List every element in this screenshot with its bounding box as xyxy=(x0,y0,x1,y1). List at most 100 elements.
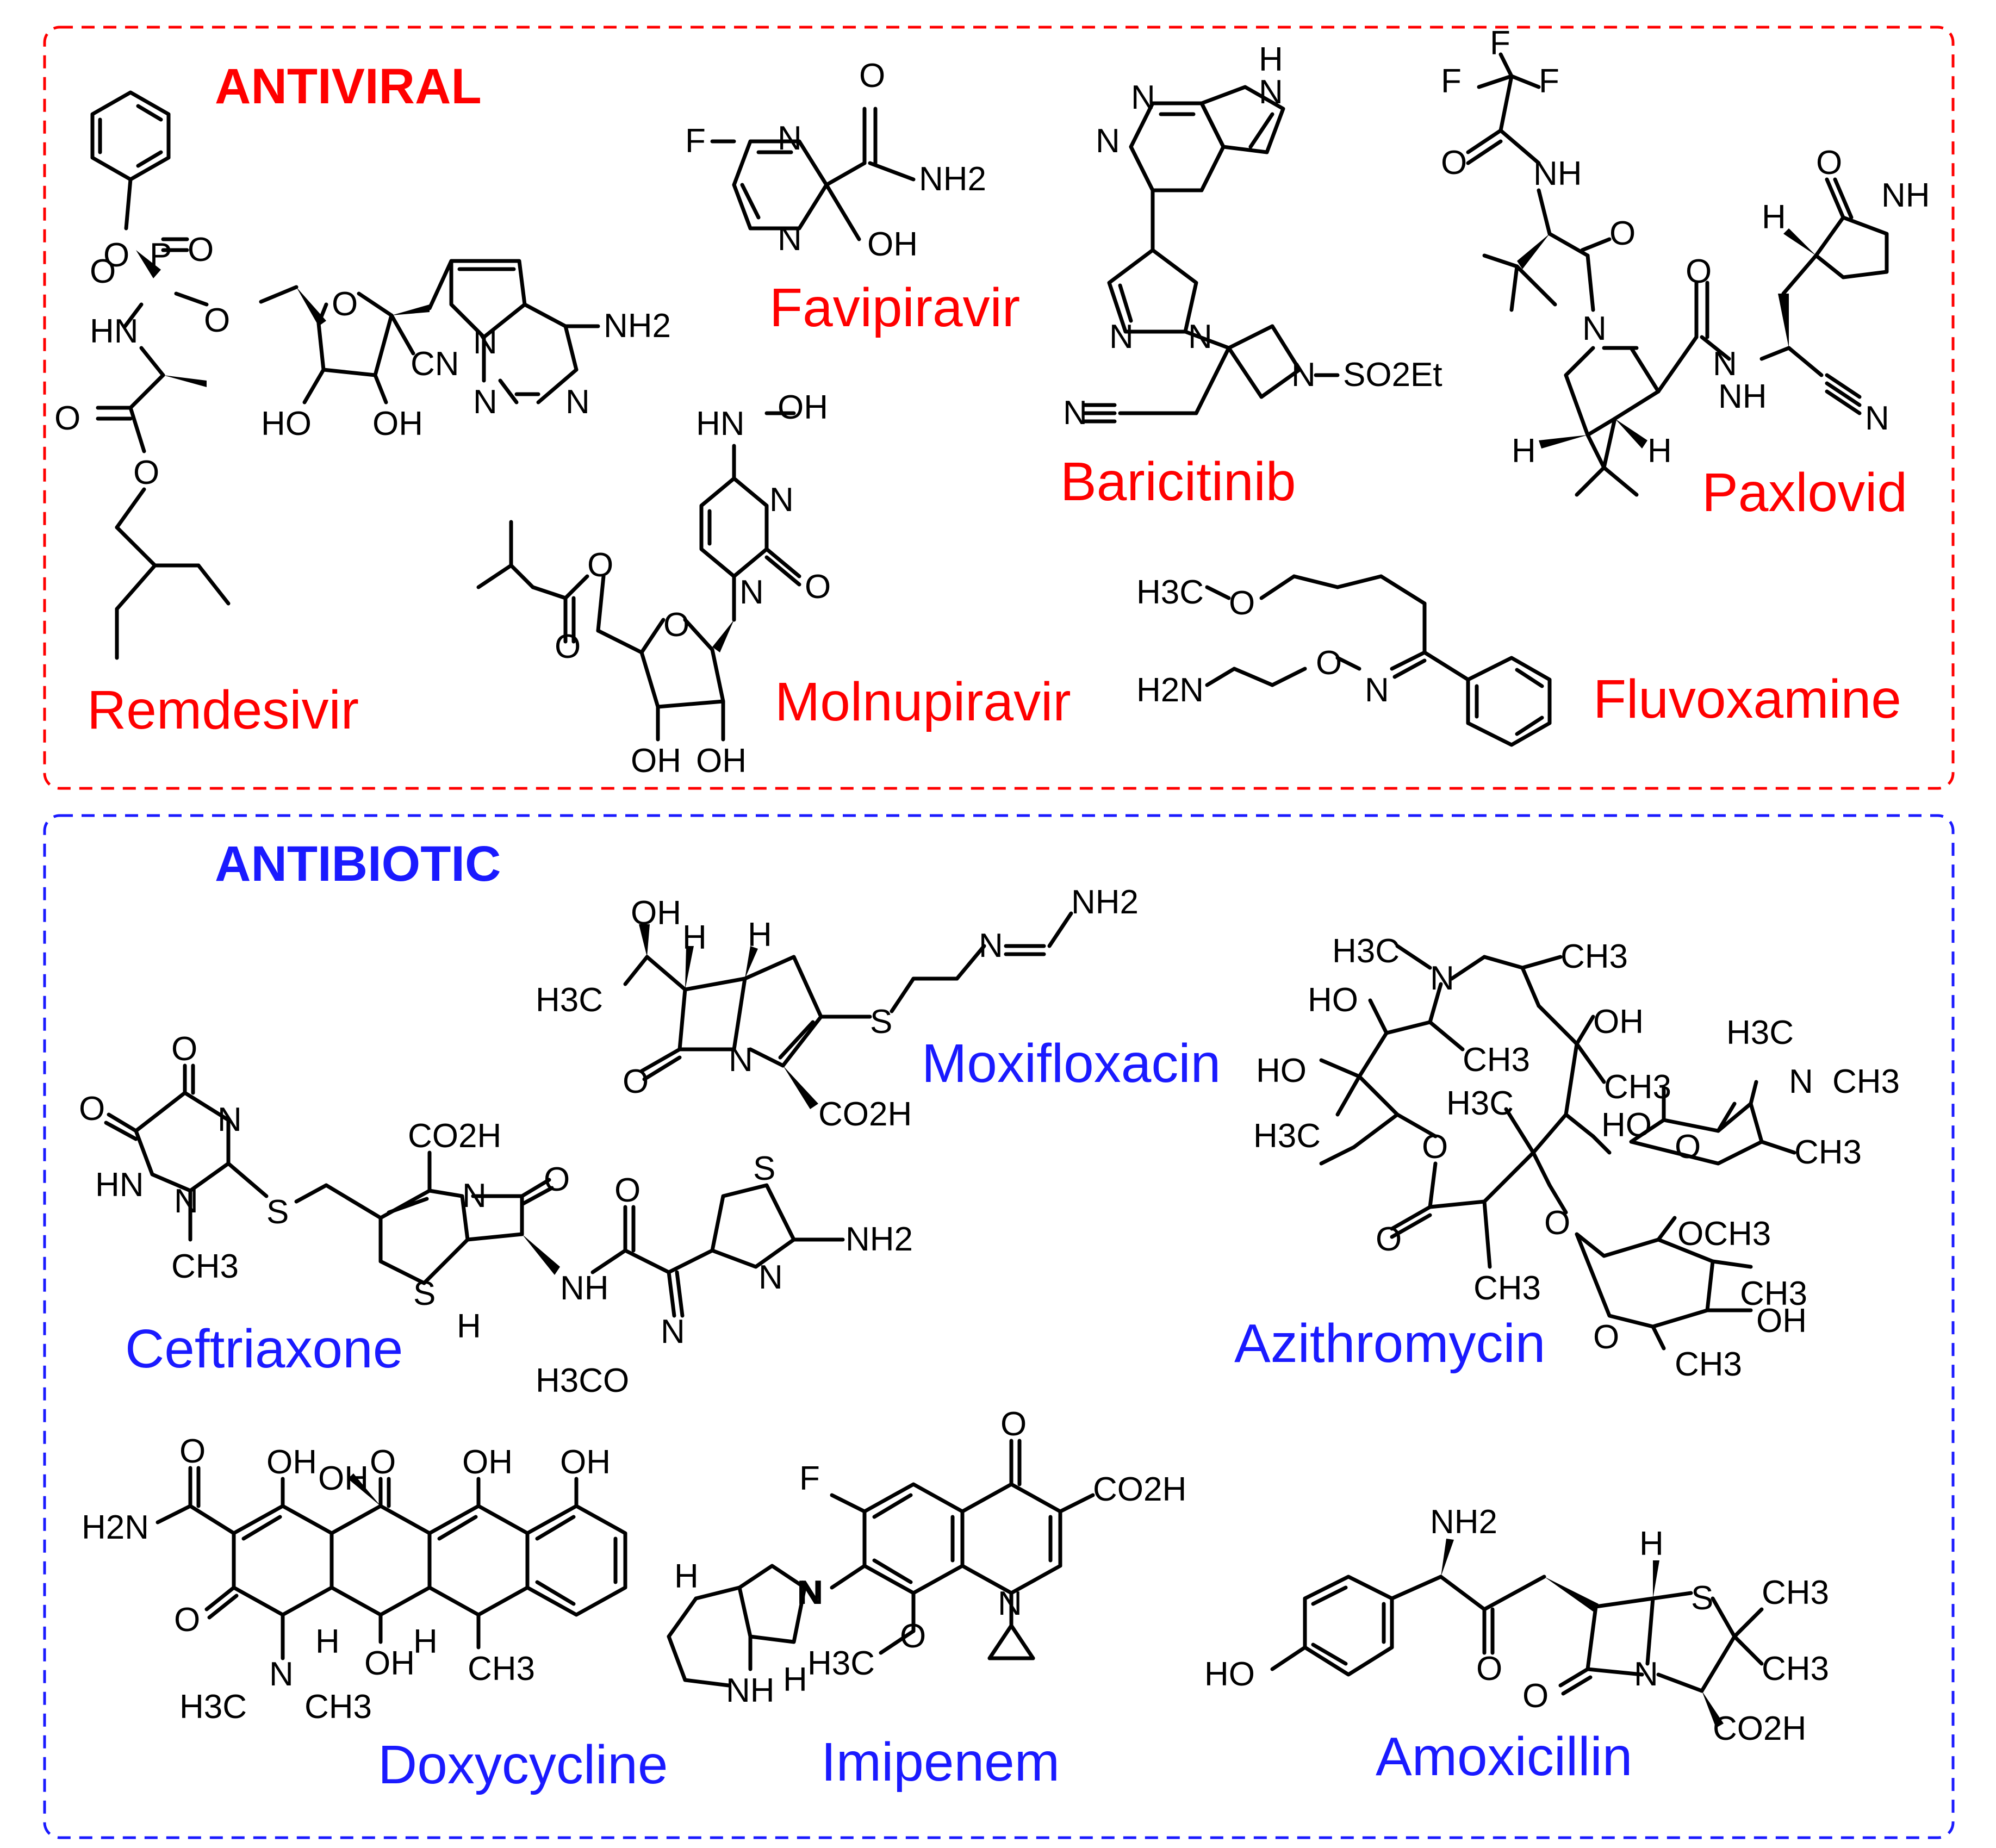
atom-label: O xyxy=(90,253,116,290)
remdesivir-structure: O P O O HN O O CN N NH2 N N HO OH O O xyxy=(54,90,671,660)
atom-label: N xyxy=(778,120,802,157)
atom-label: OH xyxy=(867,226,918,263)
atom-label: O xyxy=(1593,1318,1619,1356)
atom-label: N xyxy=(1063,394,1087,432)
molnupiravir-structure: HN OH N N O O O O OH OH xyxy=(476,389,831,780)
atom-label: S xyxy=(753,1150,775,1187)
amoxicillin-structure: NH2 H S CH3 O CH3 HO N O CO2H xyxy=(1204,1503,1829,1747)
atom-label: NH xyxy=(1533,155,1582,192)
atom-label: O xyxy=(859,57,885,95)
drug-label-imipenem: Imipenem xyxy=(821,1732,1060,1793)
atom-label: H2N xyxy=(82,1509,149,1546)
atom-label: NH2 xyxy=(1430,1503,1497,1541)
atom-label: O xyxy=(1000,1405,1027,1443)
atom-label: N xyxy=(462,1177,487,1215)
atom-label: N xyxy=(565,383,590,421)
atom-label: OH xyxy=(318,1460,369,1497)
atom-label: F xyxy=(1539,63,1559,100)
atom-label: O xyxy=(171,1030,197,1068)
atom-label: O xyxy=(900,1617,926,1655)
atom-label: OH xyxy=(1593,1003,1644,1041)
atom-label: O xyxy=(1522,1677,1549,1715)
atom-label: CH3 xyxy=(1762,1650,1829,1688)
atom-label: CH3 xyxy=(1463,1041,1530,1079)
atom-label: H xyxy=(682,919,707,956)
ceftriaxone-structure: O O N HN N CH3 S CO2H N O S H NH O S N N… xyxy=(79,1030,913,1399)
atom-label: N xyxy=(729,1041,753,1079)
atom-label: CH3 xyxy=(468,1650,535,1688)
atom-label: O xyxy=(805,568,831,606)
antibiotic-section-frame xyxy=(43,814,1955,1839)
atom-label: O xyxy=(587,546,613,584)
atom-label: N xyxy=(799,1574,824,1611)
atom-label: O xyxy=(614,1172,641,1209)
atom-label: O xyxy=(79,1090,105,1128)
atom-label: CH3 xyxy=(1473,1270,1541,1307)
atom-label: HO xyxy=(1308,981,1358,1019)
atom-label: O xyxy=(188,231,214,269)
atom-label: O xyxy=(1229,584,1255,622)
atom-label: OH xyxy=(266,1443,317,1481)
atom-label: NH2 xyxy=(845,1221,913,1258)
atom-label: N xyxy=(797,1574,821,1611)
atom-label: N xyxy=(473,383,498,421)
atom-label: N xyxy=(174,1183,198,1220)
atom-label: O xyxy=(1376,1221,1402,1258)
atom-label: N xyxy=(998,1585,1022,1622)
atom-label: N xyxy=(1713,345,1737,383)
atom-label: O xyxy=(1476,1650,1502,1688)
atom-label: N xyxy=(979,927,1003,965)
atom-label: CH3 xyxy=(1740,1275,1807,1312)
atom-label: OCH3 xyxy=(1677,1215,1771,1253)
atom-label: H xyxy=(1647,432,1672,470)
baricitinib-structure: H N N N N N N N SO2Et xyxy=(1063,41,1442,432)
atom-label: N xyxy=(1096,122,1120,160)
favipiravir-structure: F N N O NH2 OH xyxy=(685,57,986,263)
atom-label: H xyxy=(1512,432,1536,470)
atom-label: O xyxy=(332,285,358,323)
atom-label: HO xyxy=(1256,1052,1307,1090)
antibiotic-title: ANTIBIOTIC xyxy=(215,836,501,892)
atom-label: N xyxy=(1188,318,1212,356)
antiviral-title: ANTIVIRAL xyxy=(215,59,482,114)
moxifloxacin-structure: OH H H H3C S N NH2 O N CO2H xyxy=(536,883,1139,1133)
atom-label: OH xyxy=(631,894,681,932)
atom-label: H3C xyxy=(1726,1014,1794,1051)
atom-label: HO xyxy=(1204,1656,1255,1693)
atom-label: CH3 xyxy=(1762,1574,1829,1611)
atom-label: N xyxy=(778,220,802,258)
atom-label: F xyxy=(1490,24,1510,62)
atom-label: OH xyxy=(560,1443,611,1481)
atom-label: H xyxy=(457,1308,481,1345)
atom-label: P xyxy=(150,237,172,274)
atom-label: O xyxy=(623,1063,649,1100)
atom-label: N xyxy=(1259,73,1283,111)
atom-label: F xyxy=(685,122,706,160)
atom-label: O xyxy=(544,1161,570,1198)
atom-label: H xyxy=(413,1623,438,1660)
drug-label-doxycycline: Doxycycline xyxy=(378,1734,668,1795)
atom-label: O xyxy=(204,302,230,339)
drug-label-baricitinib: Baricitinib xyxy=(1060,451,1296,512)
atom-label: O xyxy=(179,1433,206,1470)
atom-label: NH xyxy=(1881,177,1930,214)
drug-label-paxlovid: Paxlovid xyxy=(1702,462,1907,523)
atom-label: HO xyxy=(261,405,312,443)
atom-label: O xyxy=(174,1601,200,1639)
atom-label: O xyxy=(54,400,80,437)
atom-label: N xyxy=(661,1313,685,1351)
atom-label: H3C xyxy=(1253,1117,1321,1155)
atom-label: F xyxy=(799,1460,820,1497)
atom-label: N xyxy=(1109,318,1134,356)
atom-label: N xyxy=(758,1259,783,1296)
atom-label: CH3 xyxy=(1832,1063,1900,1100)
atom-label: O xyxy=(1686,253,1712,290)
atom-label: N xyxy=(1365,671,1389,709)
drug-label-molnupiravir: Molnupiravir xyxy=(775,671,1071,732)
atom-label: OH xyxy=(364,1645,415,1682)
atom-label: NH2 xyxy=(1071,883,1139,921)
atom-label: N xyxy=(1789,1063,1813,1100)
atom-label: H xyxy=(1639,1525,1664,1563)
drug-label-ceftriaxone: Ceftriaxone xyxy=(125,1318,403,1379)
atom-label: N xyxy=(269,1656,294,1693)
